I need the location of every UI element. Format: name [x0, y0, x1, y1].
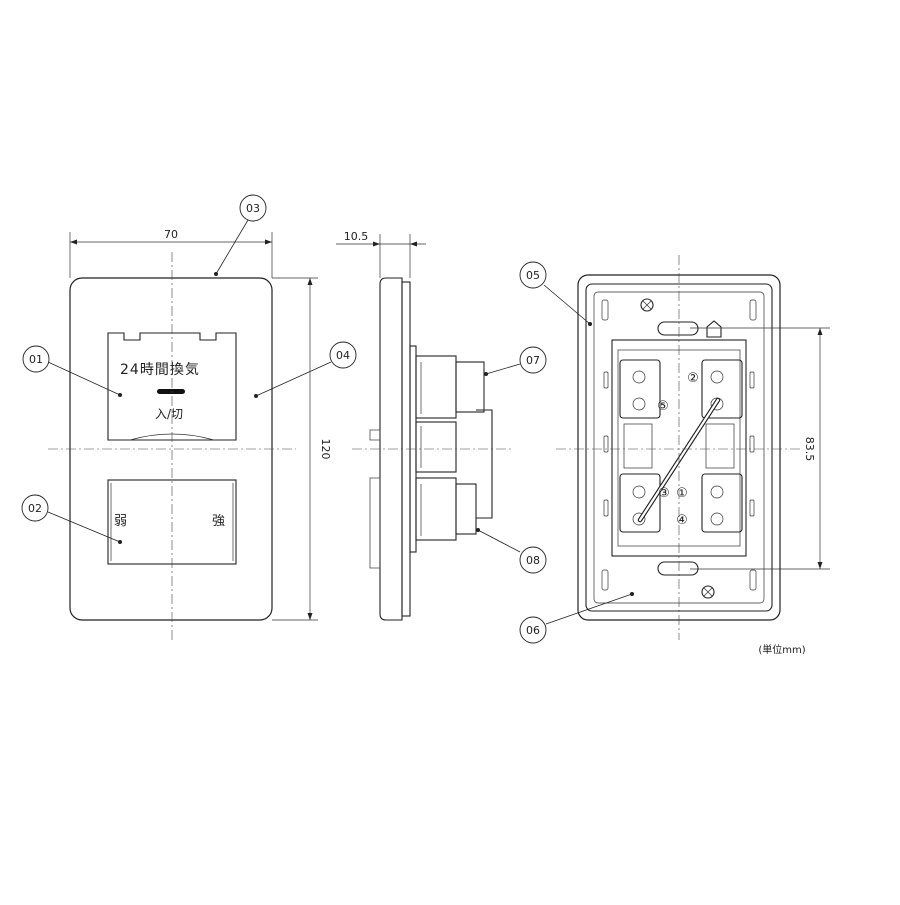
depth-dimension: 10.5: [344, 230, 369, 243]
width-dimension: 70: [164, 228, 178, 241]
home-icon: [706, 320, 722, 338]
rear-view: ① ② ③ ④ ⑤ 83.5 05 06 (単位mm): [519, 255, 830, 656]
switch-action: 入/切: [155, 407, 183, 421]
terminal-3: ③: [658, 486, 670, 501]
terminal-2: ②: [687, 371, 699, 386]
front-view: 70 120 24時間換気 入/切 弱 強 01 02: [21, 194, 357, 640]
side-view: 10.5 07 08: [336, 230, 547, 621]
unit-note: (単位mm): [758, 643, 805, 656]
switch-title: 24時間換気: [120, 362, 200, 378]
height-dimension: 120: [319, 439, 332, 460]
callout-03: 03: [246, 202, 260, 215]
fan-low-label: 弱: [114, 514, 127, 529]
callout-04: 04: [336, 349, 350, 362]
terminal-5: ⑤: [657, 399, 669, 414]
callout-08: 08: [526, 554, 540, 567]
callout-02: 02: [28, 502, 42, 515]
callout-01: 01: [29, 353, 43, 366]
terminal-1: ①: [676, 486, 688, 501]
timer-switch: [107, 332, 237, 441]
callout-06: 06: [526, 624, 540, 637]
mounting-pitch-dimension: 83.5: [803, 437, 816, 462]
indicator-lamp: [157, 389, 185, 394]
callout-07: 07: [526, 354, 540, 367]
callout-05: 05: [526, 269, 540, 282]
fan-high-label: 強: [212, 514, 225, 529]
terminal-4: ④: [676, 513, 688, 528]
